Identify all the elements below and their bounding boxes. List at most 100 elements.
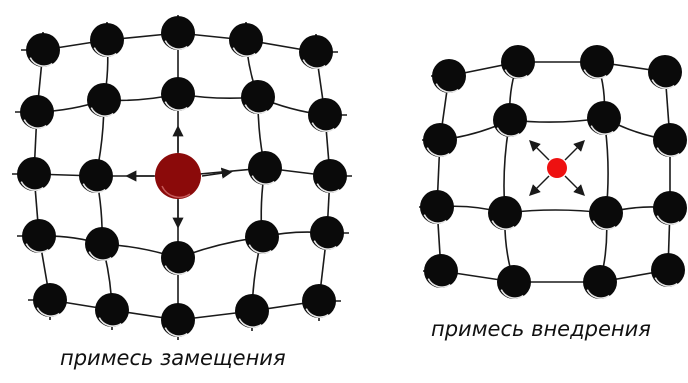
atom-highlight [656, 215, 680, 225]
atom-body [17, 157, 51, 191]
atom-body [497, 265, 531, 299]
atom-body [493, 103, 527, 137]
displacement-arrow [564, 175, 585, 196]
atom-body [653, 123, 687, 157]
atom-body [308, 98, 342, 132]
atom-body [248, 151, 282, 185]
atom [308, 98, 342, 132]
atom [33, 283, 67, 317]
atom-highlight [244, 104, 268, 114]
atom-body [488, 196, 522, 230]
atom-highlight [82, 183, 106, 193]
atom-body [648, 55, 682, 89]
atom-highlight [583, 69, 607, 79]
atom [90, 23, 124, 57]
displacement-arrow [529, 140, 550, 161]
atom-highlight [592, 220, 616, 230]
atom [22, 219, 56, 253]
atom-body [245, 220, 279, 254]
atom [161, 16, 195, 50]
displacement-arrow [564, 140, 585, 161]
atom [248, 151, 282, 185]
atom-highlight [590, 125, 614, 135]
atom [432, 59, 466, 93]
atom-highlight [313, 240, 337, 250]
atom-highlight [316, 183, 340, 193]
atom [235, 294, 269, 328]
impurity-highlight [161, 185, 191, 198]
atom-body [299, 35, 333, 69]
atom-highlight [651, 79, 675, 89]
atom-highlight [305, 308, 329, 318]
atom-body [20, 95, 54, 129]
substitutional-impurity [155, 153, 201, 199]
interstitial-lattice [419, 45, 687, 299]
atom-body [95, 293, 129, 327]
atom [17, 157, 51, 191]
atom-highlight [23, 119, 47, 129]
atom [651, 253, 685, 287]
atom-body [22, 219, 56, 253]
atom-highlight [36, 307, 60, 317]
atom-highlight [426, 147, 450, 157]
atom [87, 83, 121, 117]
atom [161, 241, 195, 275]
atom [420, 190, 454, 224]
atom-highlight [427, 278, 451, 288]
atom [85, 227, 119, 261]
atom-body [653, 191, 687, 225]
atom-highlight [302, 59, 326, 69]
atom-highlight [90, 107, 114, 117]
atom-body [161, 303, 195, 337]
atom-highlight [251, 175, 275, 185]
atom-highlight [500, 289, 524, 299]
atom-body [79, 159, 113, 193]
atom-body [501, 45, 535, 79]
interstitial-impurity [547, 158, 567, 178]
atom-highlight [164, 40, 188, 50]
atom-highlight [164, 265, 188, 275]
atom-highlight [238, 318, 262, 328]
atom [583, 265, 617, 299]
atom [161, 77, 195, 111]
atom-highlight [164, 327, 188, 337]
atom [302, 284, 336, 318]
atom [587, 101, 621, 135]
atom-body [33, 283, 67, 317]
atom [26, 33, 60, 67]
atom-body [87, 83, 121, 117]
atom-highlight [504, 69, 528, 79]
atom-highlight [311, 122, 335, 132]
atom-body [161, 241, 195, 275]
atom [648, 55, 682, 89]
atom-body [26, 33, 60, 67]
atom-body [310, 216, 344, 250]
atom [424, 254, 458, 288]
atom-body [432, 59, 466, 93]
atom [653, 191, 687, 225]
atom [589, 196, 623, 230]
atom-highlight [25, 243, 49, 253]
atom-highlight [491, 220, 515, 230]
atom-highlight [88, 251, 112, 261]
atom-highlight [586, 289, 610, 299]
displacement-arrow [201, 167, 233, 179]
atom-body [313, 159, 347, 193]
atom-body [583, 265, 617, 299]
atom [497, 265, 531, 299]
atom-body [589, 196, 623, 230]
atom [299, 35, 333, 69]
atom-highlight [248, 244, 272, 254]
atom-highlight [93, 47, 117, 57]
atom-highlight [656, 147, 680, 157]
substitutional-lattice [12, 15, 352, 340]
atom-body [229, 23, 263, 57]
atom-body [651, 253, 685, 287]
atom-body [235, 294, 269, 328]
atom [95, 293, 129, 327]
atom-highlight [496, 127, 520, 137]
atom-body [423, 123, 457, 157]
atom-body [85, 227, 119, 261]
atom-body [90, 23, 124, 57]
